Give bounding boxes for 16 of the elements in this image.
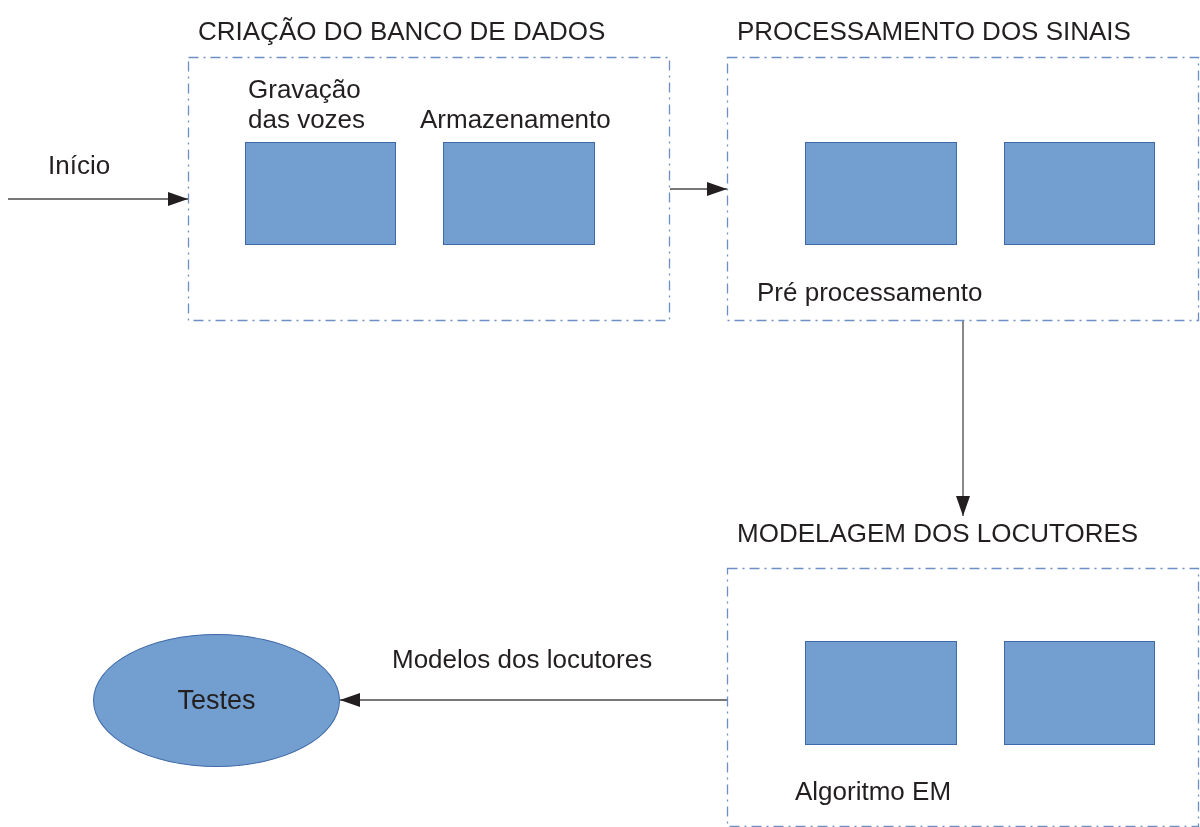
arrow bbox=[956, 320, 970, 517]
group-heading: MODELAGEM DOS LOCUTORES bbox=[737, 520, 1139, 546]
box-caption: Gravação das vozes bbox=[248, 75, 367, 135]
box-caption: Armazenamento bbox=[420, 105, 612, 135]
group-heading: CRIAÇÃO DO BANCO DE DADOS bbox=[198, 18, 606, 44]
process-box bbox=[1004, 142, 1155, 245]
node-text: Testes bbox=[177, 684, 256, 718]
arrow bbox=[669, 182, 728, 196]
arrow bbox=[339, 693, 728, 707]
group-label: Algoritmo EM bbox=[795, 778, 952, 804]
process-box bbox=[805, 142, 957, 245]
process-box bbox=[805, 641, 957, 745]
group-heading: PROCESSAMENTO DOS SINAIS bbox=[737, 18, 1131, 44]
process-box bbox=[1004, 641, 1155, 745]
group-label: Pré processamento bbox=[757, 279, 983, 305]
arrow bbox=[7, 192, 189, 206]
